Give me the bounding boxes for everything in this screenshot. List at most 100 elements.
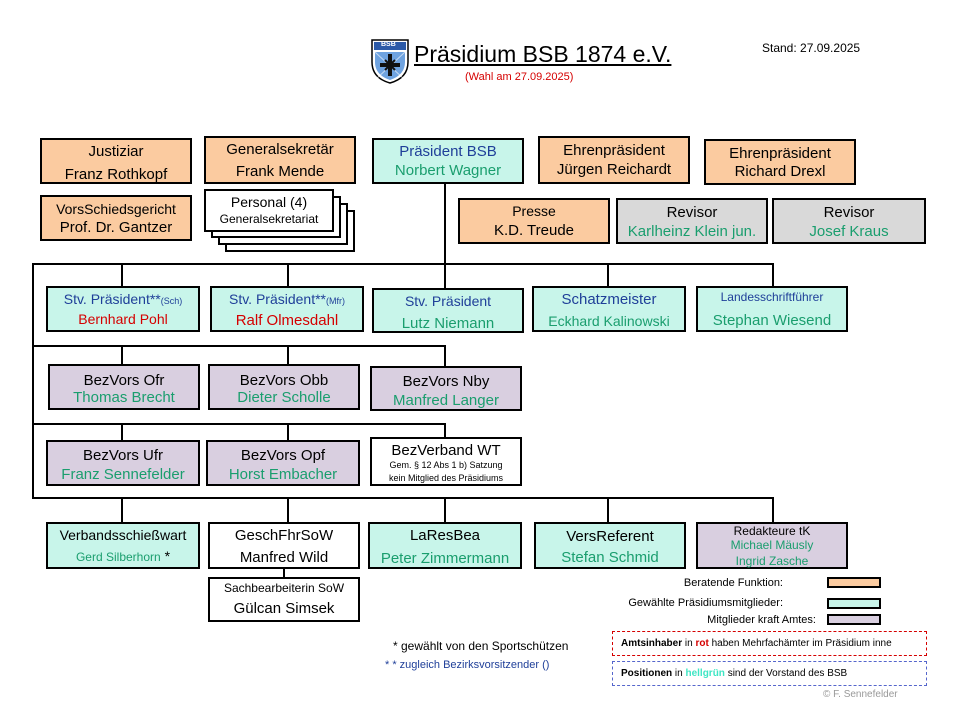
role-label: Redakteure tK xyxy=(733,524,811,538)
box-bezvors-nby: BezVors Nby Manfred Langer xyxy=(370,366,522,411)
person-name: Horst Embacher xyxy=(228,466,338,484)
person-name: Manfred Wild xyxy=(239,549,329,567)
page-title: Präsidium BSB 1874 e.V. xyxy=(414,41,672,67)
person-name: Manfred Langer xyxy=(393,392,499,410)
box-laresbea: LaResBea Peter Zimmermann xyxy=(368,522,522,569)
box-praesident: Präsident BSB Norbert Wagner xyxy=(372,138,524,184)
role-label: Ehrenpräsident xyxy=(729,145,831,162)
box-verbandsschiesswart: Verbandsschießwart Gerd Silberhorn * xyxy=(46,522,200,569)
role-label: Justiziar xyxy=(88,143,144,160)
legend-gewaehlt-label: Gewählte Präsidiumsmitglieder: xyxy=(628,597,783,609)
legend-kraft-label: Mitglieder kraft Amtes: xyxy=(707,614,816,626)
role-label: Landesschriftführer xyxy=(720,290,824,304)
person-name: Lutz Niemann xyxy=(401,315,495,333)
role-label: BezVerband WT xyxy=(391,442,501,459)
role-label: Sachbearbeiterin SoW xyxy=(223,581,345,595)
note-positionen: Positionen in hellgrün sind der Vorstand… xyxy=(612,661,927,686)
page-subtitle: (Wahl am 27.09.2025) xyxy=(465,71,574,83)
person-name: Ralf Olmesdahl xyxy=(235,312,339,330)
box-personal: Personal (4) Generalsekretariat xyxy=(204,189,334,232)
person-name: Gülcan Simsek xyxy=(233,599,335,617)
person-name: Generalsekretariat xyxy=(219,212,319,227)
person-name: Frank Mende xyxy=(235,163,325,181)
box-justiziar: Justiziar Franz Rothkopf xyxy=(40,138,192,184)
box-presse: Presse K.D. Treude xyxy=(458,198,610,244)
box-bezvors-ofr: BezVors Ofr Thomas Brecht xyxy=(48,364,200,410)
bsb-crest-icon xyxy=(371,39,409,84)
person-name: Norbert Wagner xyxy=(394,162,502,180)
role-label: Präsident BSB xyxy=(399,143,497,160)
note-line: Gem. § 12 Abs 1 b) Satzung xyxy=(389,460,503,471)
role-label: VersReferent xyxy=(566,528,654,545)
role-label: LaResBea xyxy=(409,527,481,544)
box-bezvors-opf: BezVors Opf Horst Embacher xyxy=(206,440,360,486)
box-bezverband-wt: BezVerband WT Gem. § 12 Abs 1 b) Satzung… xyxy=(370,437,522,486)
role-label: Stv. Präsident**(Mfr) xyxy=(228,291,345,307)
person-name: Eckhard Kalinowski xyxy=(548,313,670,330)
box-stv-praesident-2: Stv. Präsident**(Mfr) Ralf Olmesdahl xyxy=(210,286,364,332)
legend-swatch-orange xyxy=(827,577,881,588)
box-schatzmeister: Schatzmeister Eckhard Kalinowski xyxy=(532,286,686,332)
box-ehrenpraesident-1: Ehrenpräsident Jürgen Reichardt xyxy=(538,136,690,184)
role-label: BezVors Nby xyxy=(402,373,490,390)
box-revisor-1: Revisor Karlheinz Klein jun. xyxy=(616,198,768,244)
role-label: Generalsekretär xyxy=(226,141,334,158)
legend-swatch-cyan xyxy=(827,598,881,609)
note-line: kein Mitglied des Präsidiums xyxy=(388,472,504,483)
person-name: Josef Kraus xyxy=(809,223,889,241)
role-label: Revisor xyxy=(666,204,718,221)
legend-swatch-purple xyxy=(827,614,881,625)
box-ehrenpraesident-2: Ehrenpräsident Richard Drexl xyxy=(704,139,856,185)
role-label: Revisor xyxy=(823,204,875,221)
person-name: Michael Mäusly xyxy=(730,537,814,552)
footnote-double-star: * * zugleich Bezirksvorsitzender () xyxy=(385,659,550,671)
copyright: © F. Sennefelder xyxy=(823,689,898,700)
person-name: Peter Zimmermann xyxy=(380,550,510,568)
person-name: Richard Drexl xyxy=(734,163,826,181)
box-geschfhrsow: GeschFhrSoW Manfred Wild xyxy=(208,522,360,569)
legend-beratend-label: Beratende Funktion: xyxy=(683,577,783,589)
note-amtsinhaber: Amtsinhaber in rot haben Mehrfachämter i… xyxy=(612,631,927,656)
person-name: Franz Sennefelder xyxy=(61,466,185,484)
role-label: Presse xyxy=(512,203,556,219)
person-name: Franz Rothkopf xyxy=(64,166,168,184)
box-bezvors-ufr: BezVors Ufr Franz Sennefelder xyxy=(46,440,200,486)
person-name: Bernhard Pohl xyxy=(78,311,168,328)
box-revisor-2: Revisor Josef Kraus xyxy=(772,198,926,244)
role-label: Verbandsschießwart xyxy=(59,527,187,543)
person-name: Karlheinz Klein jun. xyxy=(627,223,757,241)
box-stv-praesident-1: Stv. Präsident**(Sch) Bernhard Pohl xyxy=(46,286,200,332)
person-name: Ingrid Zasche xyxy=(735,553,809,568)
role-label: BezVors Ofr xyxy=(83,372,165,389)
role-label: BezVors Opf xyxy=(240,447,326,464)
role-label: GeschFhrSoW xyxy=(234,527,334,544)
person-name: Gerd Silberhorn * xyxy=(75,548,171,565)
role-label: VorsSchiedsgericht xyxy=(56,201,176,217)
stand-date: Stand: 27.09.2025 xyxy=(762,41,861,55)
box-sachbearbeiterin: Sachbearbeiterin SoW Gülcan Simsek xyxy=(208,577,360,622)
person-name: Stefan Schmid xyxy=(561,549,659,567)
role-label: BezVors Obb xyxy=(239,372,329,389)
footnote-star: * gewählt von den Sportschützen xyxy=(393,639,569,653)
person-name: Jürgen Reichardt xyxy=(556,161,672,179)
role-label: Stv. Präsident**(Sch) xyxy=(63,291,183,307)
box-redakteure: Redakteure tK Michael Mäusly Ingrid Zasc… xyxy=(696,522,848,569)
box-stv-praesident-3: Stv. Präsident Lutz Niemann xyxy=(372,288,524,333)
role-label: Schatzmeister xyxy=(561,291,657,308)
person-name: Stephan Wiesend xyxy=(712,311,832,329)
person-name: K.D. Treude xyxy=(493,222,575,240)
box-versreferent: VersReferent Stefan Schmid xyxy=(534,522,686,569)
role-label: Personal (4) xyxy=(230,194,308,210)
logo: BSB xyxy=(370,38,410,84)
box-landesschriftfuehrer: Landesschriftführer Stephan Wiesend xyxy=(696,286,848,332)
person-name: Prof. Dr. Gantzer xyxy=(59,219,173,237)
person-name: Thomas Brecht xyxy=(73,389,175,407)
person-name: Dieter Scholle xyxy=(237,389,331,407)
logo-text: BSB xyxy=(381,41,396,48)
role-label: BezVors Ufr xyxy=(82,447,164,464)
box-generalsekretaer: Generalsekretär Frank Mende xyxy=(204,136,356,184)
role-label: Stv. Präsident xyxy=(404,293,492,309)
box-schiedsgericht: VorsSchiedsgericht Prof. Dr. Gantzer xyxy=(40,195,192,241)
box-bezvors-obb: BezVors Obb Dieter Scholle xyxy=(208,364,360,410)
role-label: Ehrenpräsident xyxy=(563,142,665,159)
